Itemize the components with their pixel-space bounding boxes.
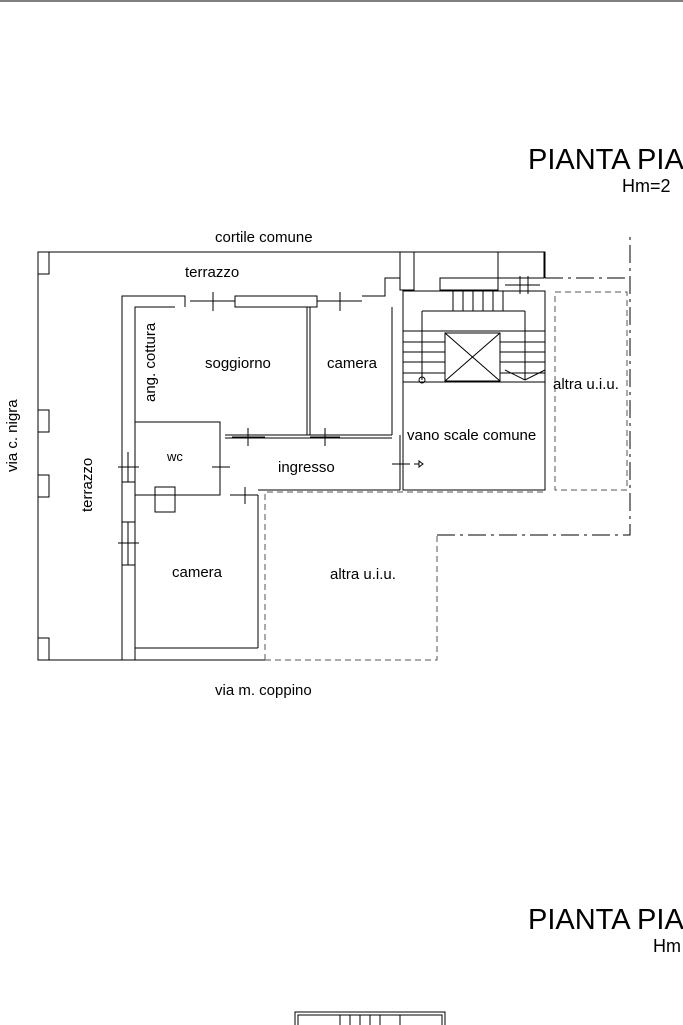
label-via-nigra: via c. nigra [4,399,21,472]
label-terrazzo-left: terrazzo [79,457,96,512]
entrance-arrow-icon [414,460,424,468]
plan-2-stair [294,1011,446,1025]
plan-1-title: PIANTA PIA [528,144,683,176]
label-altra-uiu-right: altra u.i.u. [553,376,619,393]
door-openings [118,276,540,565]
neighbour-boundary [264,291,628,661]
plan-2-height-note: Hm [653,936,681,956]
label-angolo-cottura: ang. cottura [142,322,159,402]
label-ingresso: ingresso [278,459,335,476]
label-terrazzo-top: terrazzo [185,264,240,281]
plan-2-title: PIANTA PIA [528,904,683,936]
label-via-coppino: via m. coppino [215,682,312,699]
label-wc: wc [167,449,183,464]
label-cortile-comune: cortile comune [215,229,313,246]
label-camera-bottom: camera [172,564,223,581]
apartment-walls [121,252,401,661]
property-line [437,235,631,536]
label-altra-uiu-bottom: altra u.i.u. [330,566,396,583]
label-camera-top: camera [327,355,378,372]
label-soggiorno: soggiorno [205,355,271,372]
stairwell [399,251,546,491]
label-vano-scale: vano scale comune [407,427,537,444]
plan-1-height-note: Hm=2 [622,176,671,196]
outer-boundary [37,251,546,661]
